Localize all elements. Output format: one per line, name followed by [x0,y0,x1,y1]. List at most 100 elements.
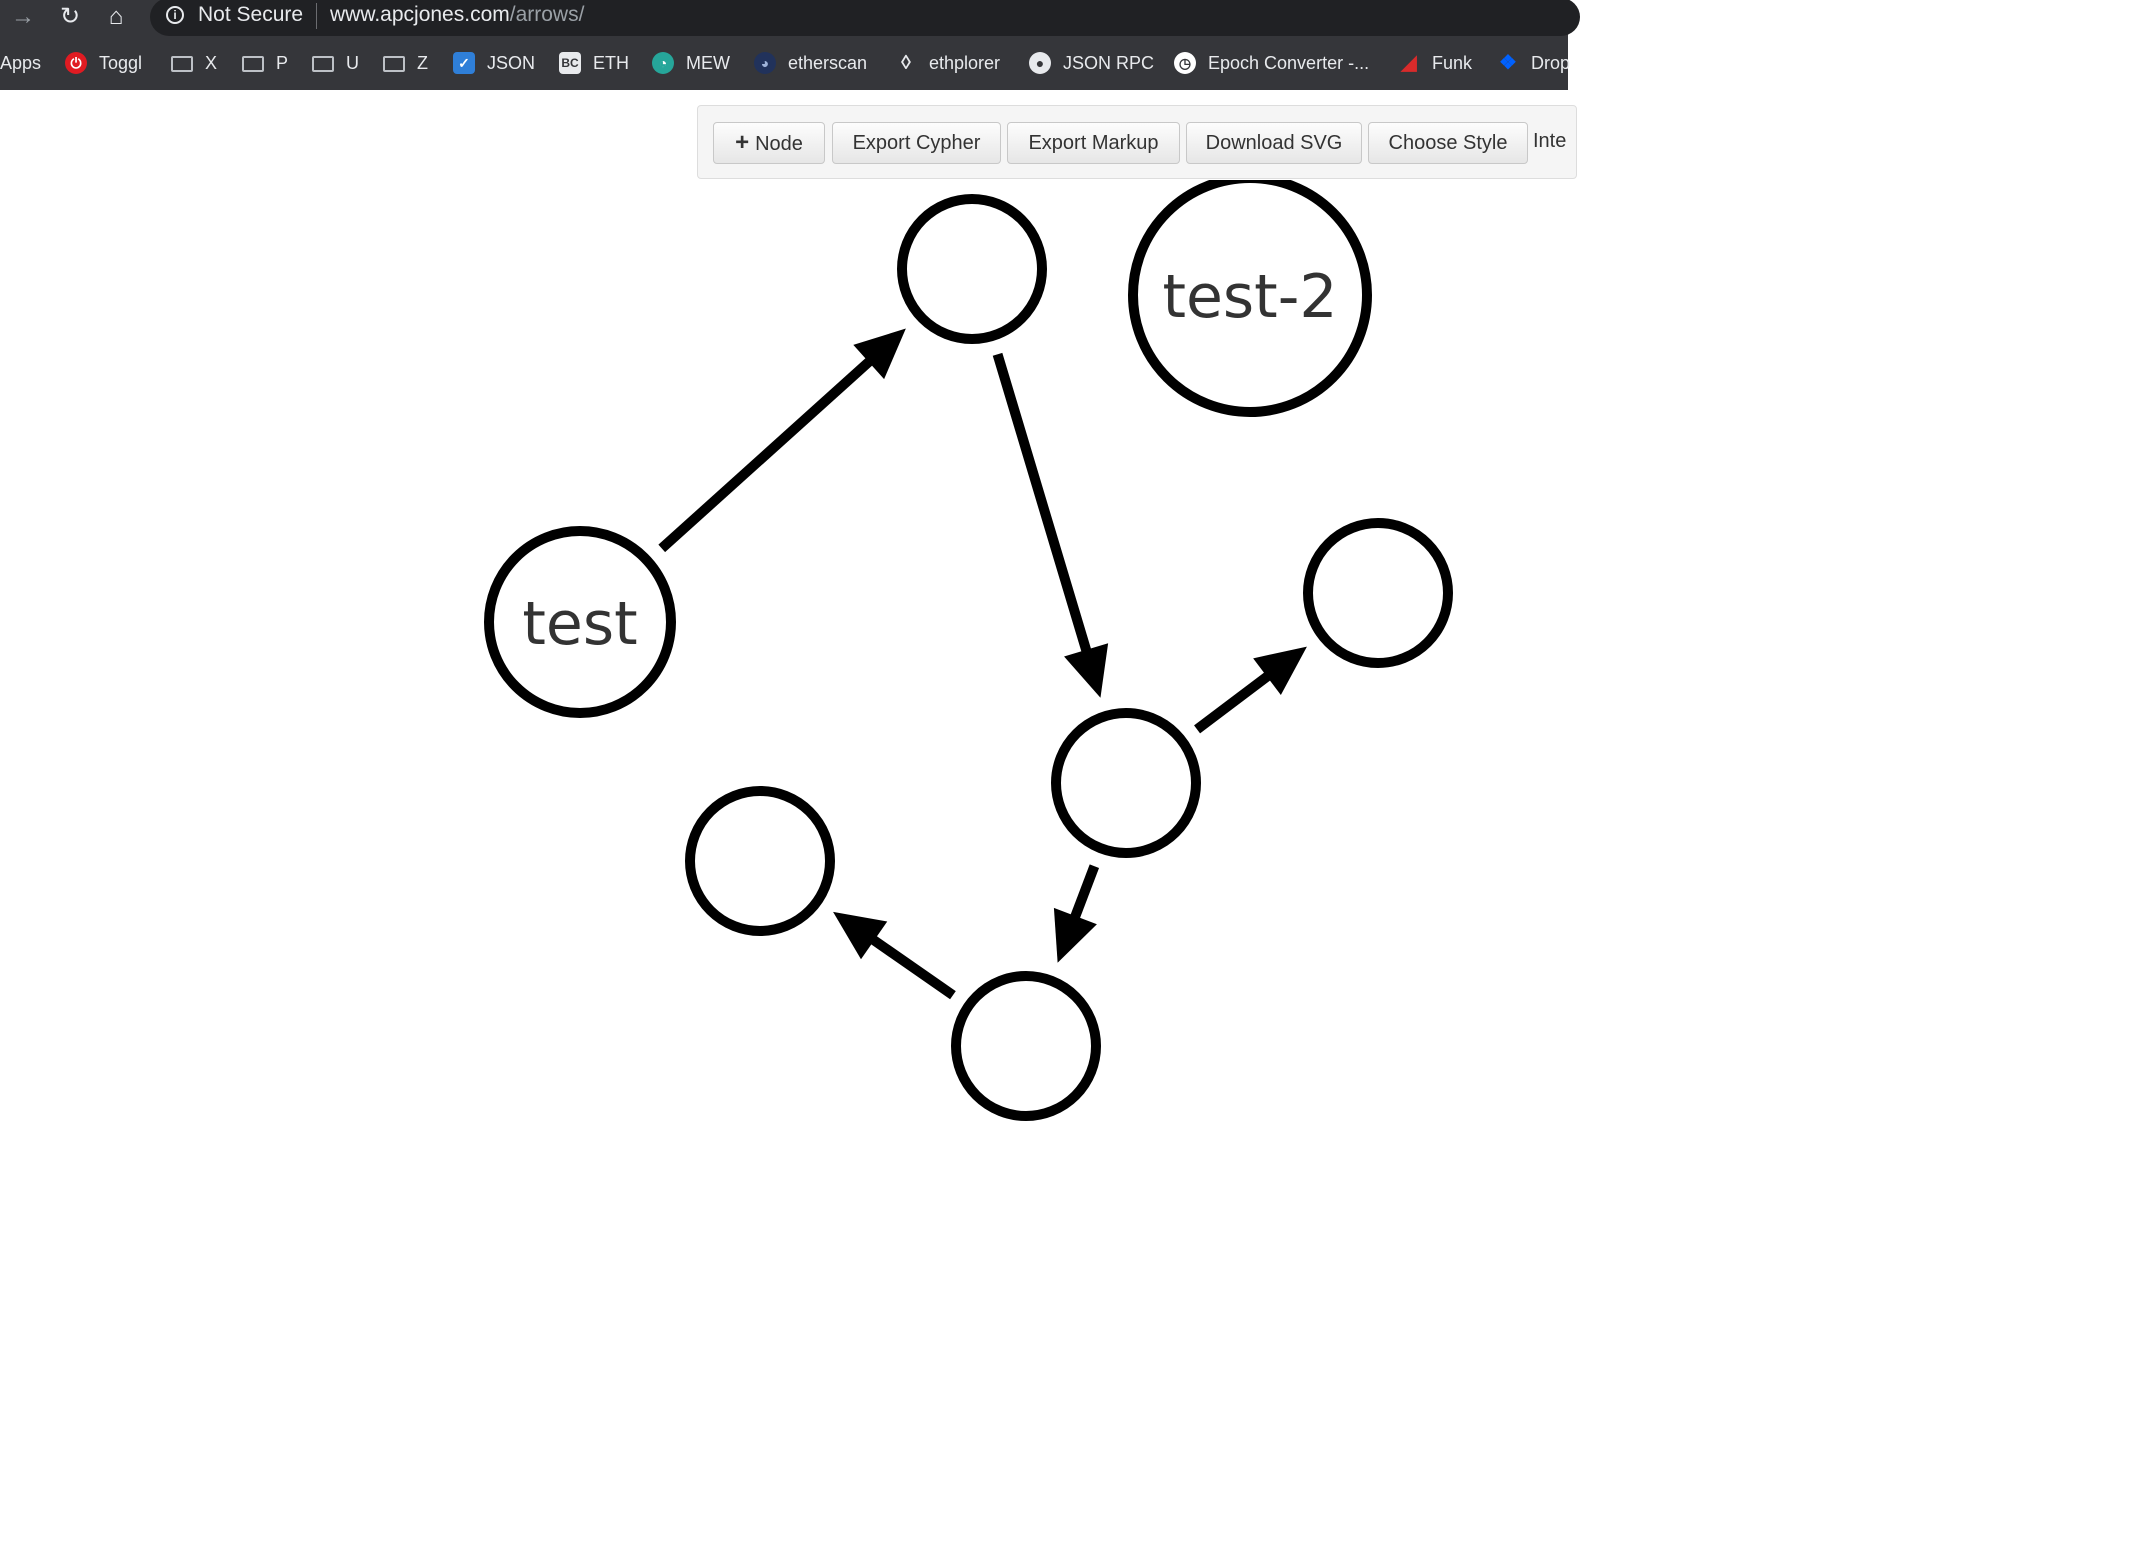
arrowhead [833,911,888,960]
ethereum-diamond-icon: ◊ [901,52,911,74]
relationship-line[interactable] [867,933,956,1000]
bookmark-ethplorer[interactable]: ◊ ethplorer [895,50,1000,76]
bookmark-label: Funk [1432,52,1473,73]
folder-icon [312,56,334,72]
bookmark-json-rpc[interactable]: ● JSON RPC [1029,50,1154,76]
address-bar[interactable]: i Not Secure www.apcjones.com/arrows/ [150,0,1580,36]
blockchain-icon: BC [559,52,581,74]
bookmark-dropbox[interactable]: ❖ Drop [1497,50,1570,76]
internal-scale-label[interactable]: Inte [1533,130,1567,152]
url-host: www.apcjones.com [330,3,510,26]
bookmark-label: U [346,52,359,73]
node-circle[interactable] [1051,708,1201,858]
relationship-arrow[interactable] [992,352,1109,698]
folder-icon [383,56,405,72]
node-circle[interactable] [951,971,1101,1121]
node-circle[interactable] [484,526,676,718]
bookmark-label: etherscan [788,52,868,73]
graph-node[interactable] [1051,708,1201,858]
bookmark-apps[interactable]: Apps [0,50,41,76]
graph-node[interactable]: test [484,526,676,718]
relationship-arrow[interactable] [1053,864,1100,963]
dropbox-icon: ❖ [1499,52,1517,74]
bookmark-label: JSON [487,52,536,73]
navigation-row: → ↻ ⌂ i Not Secure www.apcjones.com/arro… [0,0,1580,36]
forward-arrow-icon[interactable]: → [11,3,35,30]
download-svg-button[interactable]: Download SVG [1186,122,1362,164]
clock-icon: ◷ [1174,52,1196,74]
reload-icon[interactable]: ↻ [59,3,81,30]
funk-icon: ◢ [1401,52,1417,74]
node-circle[interactable] [1303,518,1453,668]
graph-node[interactable] [685,786,835,936]
arrows-toolbar: +Node Export Cypher Export Markup Downlo… [697,105,1577,179]
url-text[interactable]: www.apcjones.com/arrows/ [330,3,584,27]
arrowhead [853,328,906,380]
graph-node[interactable]: test-2 [1128,178,1372,417]
folder-icon [171,56,193,72]
relationship-line[interactable] [658,355,876,553]
bookmark-label: P [276,52,289,73]
arrowhead [1053,907,1097,963]
bookmark-label: ethplorer [929,52,1001,73]
bookmark-toggl[interactable]: ⏻ Toggl [65,50,142,76]
graph-canvas[interactable]: test test-2 [0,90,1568,1131]
bookmark-label: MEW [686,52,730,73]
relationship-arrow[interactable] [833,911,956,1000]
node-circle[interactable] [685,786,835,936]
bookmark-label: ETH [593,52,629,73]
bookmark-mew[interactable]: ◔ MEW [652,50,730,76]
graph-node[interactable] [897,194,1047,344]
bookmark-folder-z[interactable]: Z [383,50,428,76]
toggl-power-icon: ⏻ [65,52,87,74]
relationship-arrow[interactable] [658,328,906,553]
github-icon: ● [1029,52,1051,74]
bookmark-folder-x[interactable]: X [171,50,217,76]
bookmark-eth[interactable]: BC ETH [559,50,629,76]
security-label[interactable]: Not Secure [198,3,304,26]
node-label: test-2 [1162,262,1337,332]
bookmark-label: Drop [1531,52,1571,73]
nodes-layer: test test-2 [484,178,1453,1121]
node-circle[interactable] [1128,178,1372,417]
bookmark-label: Z [417,52,428,73]
browser-chrome: → ↻ ⌂ i Not Secure www.apcjones.com/arro… [0,0,1580,90]
bookmark-label: Epoch Converter -... [1208,52,1370,73]
choose-style-button[interactable]: Choose Style [1368,122,1528,164]
node-label: test [522,589,637,659]
bookmark-label: Apps [0,52,42,73]
graph-node[interactable] [1303,518,1453,668]
plus-icon: + [735,129,750,156]
bookmark-label: Toggl [99,52,143,73]
node-circle[interactable] [897,194,1047,344]
checkmark-icon: ✓ [453,52,475,74]
bookmark-epoch-converter[interactable]: ◷ Epoch Converter -... [1174,50,1369,76]
etherscan-icon: ◕ [754,52,776,74]
export-markup-button[interactable]: Export Markup [1007,122,1180,164]
bookmark-folder-p[interactable]: P [242,50,288,76]
url-path: /arrows/ [509,3,585,26]
omnibox-divider [316,3,317,29]
export-cypher-button[interactable]: Export Cypher [832,122,1001,164]
bookmark-funk[interactable]: ◢ Funk [1398,50,1472,76]
add-node-label: Node [755,133,803,155]
relationship-arrow[interactable] [1194,646,1307,734]
arrowhead [1064,643,1109,698]
bookmark-label: JSON RPC [1063,52,1155,73]
relationship-line[interactable] [992,352,1093,656]
add-node-button[interactable]: +Node [713,122,825,164]
relationships-layer [658,328,1307,1000]
mew-icon: ◔ [652,52,674,74]
relationship-line[interactable] [1194,670,1274,734]
arrowhead [1253,646,1307,696]
folder-icon [242,56,264,72]
relationship-line[interactable] [1069,864,1100,922]
bookmark-label: X [205,52,218,73]
info-icon[interactable]: i [166,6,184,24]
bookmarks-bar: Apps ⏻ Toggl X P U Z ✓ JSON BC ETH [0,40,1570,86]
home-icon[interactable]: ⌂ [108,3,124,30]
bookmark-etherscan[interactable]: ◕ etherscan [754,50,867,76]
graph-node[interactable] [951,971,1101,1121]
bookmark-folder-u[interactable]: U [312,50,359,76]
bookmark-json[interactable]: ✓ JSON [453,50,535,76]
